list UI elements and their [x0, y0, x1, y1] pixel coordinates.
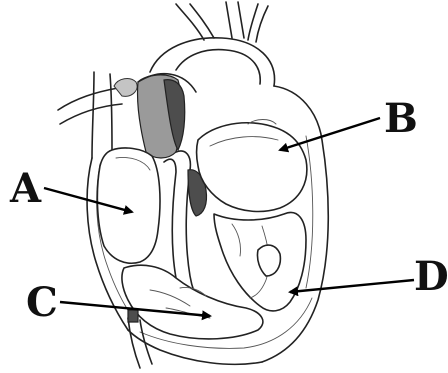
label-a: A: [9, 165, 42, 212]
pulmonary-trunk: [114, 74, 196, 158]
left-ventricle: [214, 212, 306, 310]
arrow-d: [290, 280, 414, 292]
label-d: D: [414, 253, 448, 300]
label-c: C: [26, 279, 58, 326]
label-b: B: [384, 95, 418, 142]
arrow-b: [280, 118, 380, 150]
superior-vena-cava: [58, 72, 122, 158]
left-atrium: [197, 120, 307, 212]
